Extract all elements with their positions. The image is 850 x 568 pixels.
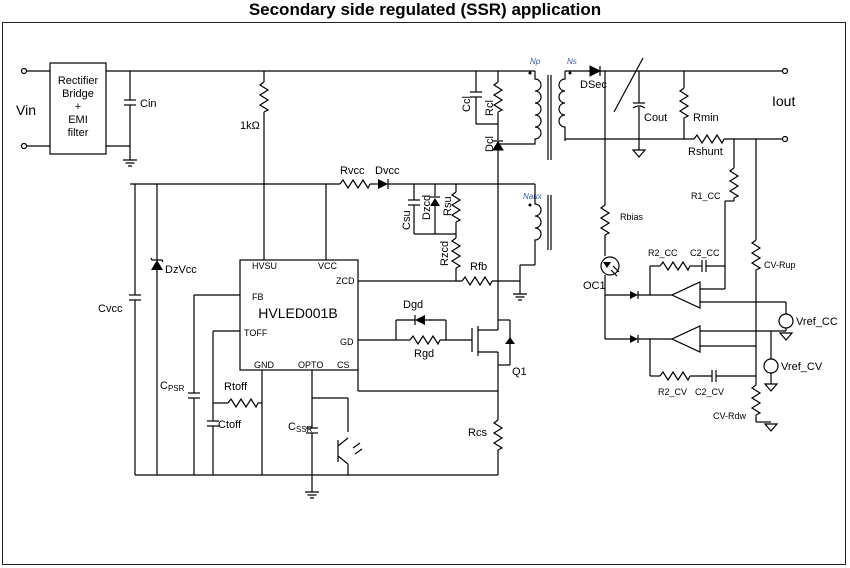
pin-hvsu: HVSU (252, 261, 277, 271)
rtoff-label: Rtoff (224, 381, 248, 393)
vref-cv-source (763, 358, 779, 374)
output-terminal-bottom (781, 135, 789, 143)
pin-gd: GD (340, 337, 354, 347)
rgd-label: Rgd (414, 348, 434, 360)
rcs-label: Rcs (468, 427, 487, 439)
cin-label: Cin (140, 98, 157, 110)
csu-label: Csu (401, 210, 413, 230)
hv-startup-resistor: 1kΩ (240, 71, 269, 260)
r1k-label: 1kΩ (240, 120, 260, 132)
transformer: Np Ns Naux (498, 57, 577, 250)
q1-label: Q1 (512, 366, 527, 378)
dvcc-label: Dvcc (375, 165, 400, 177)
vcc-supply: Rvcc Dvcc Csu Dzcd Rsu Rzcd (98, 165, 536, 475)
vref-cc-source (778, 313, 794, 329)
rectifier-box (49, 62, 107, 155)
diagram-title: Secondary side regulated (SSR) applicati… (248, 0, 602, 19)
iout-label: Iout (772, 93, 795, 109)
rectifier-line-1: Rectifier (58, 75, 99, 87)
dcl-label: Dcl (484, 136, 496, 152)
vrefcv-label: Vref_CV (781, 361, 823, 373)
naux-label: Naux (523, 192, 543, 201)
rshunt-label: Rshunt (688, 146, 723, 158)
dsec-label: DSec (580, 79, 607, 91)
pin-vcc: VCC (318, 261, 338, 271)
c2cv-label: C2_CV (695, 387, 724, 397)
rmin-label: Rmin (693, 112, 719, 124)
cvcc-label: Cvcc (98, 303, 123, 315)
cvrup-label: CV-Rup (764, 260, 796, 270)
cpsr-label: CPSR (160, 380, 185, 393)
rectifier-line-5: filter (68, 127, 89, 139)
cout-label: Cout (644, 112, 667, 124)
vrefcc-label: Vref_CC (796, 316, 838, 328)
input-section: Vin Rectifier Bridge + EMI filter Cin (16, 62, 535, 167)
rzcd-label: Rzcd (439, 241, 451, 266)
vin-label: Vin (16, 102, 36, 118)
ctoff-label: Ctoff (218, 419, 242, 431)
r2cc-label: R2_CC (648, 248, 678, 258)
output-terminal-top (781, 67, 789, 75)
opamp-cv (670, 325, 701, 353)
dzvcc-label: DzVcc (165, 264, 197, 276)
diagram-frame (2, 22, 846, 565)
secondary-side: DSec Iout Cout Rmin Rshunt R1_CC (565, 57, 838, 432)
rectifier-line-4: EMI (68, 114, 88, 126)
hvled001b-chip (239, 259, 359, 371)
ns-label: Ns (567, 57, 577, 66)
pin-opto: OPTO (298, 360, 323, 370)
cvrdw-label: CV-Rdw (713, 411, 747, 421)
rectifier-line-2: Bridge (62, 88, 94, 100)
rcl-label: Rcl (484, 100, 496, 116)
r2cv-label: R2_CV (658, 387, 687, 397)
clamp-network: Ccl Rcl Dcl (461, 71, 504, 305)
opamp-cc (670, 281, 701, 309)
rfb-label: Rfb (470, 261, 487, 273)
rsu-label: Rsu (442, 196, 454, 216)
rbias-label: Rbias (620, 212, 644, 222)
pin-zcd: ZCD (336, 276, 355, 286)
optocoupler-oc1 (600, 256, 620, 276)
np-label: Np (530, 57, 541, 66)
dzcd-label: Dzcd (421, 195, 433, 220)
oc1-label: OC1 (583, 280, 606, 292)
rectifier-line-3: + (75, 101, 81, 113)
c2cc-label: C2_CC (690, 248, 720, 258)
pin-fb: FB (252, 292, 264, 302)
chip-name: HVLED001B (258, 305, 337, 321)
r1cc-label: R1_CC (691, 191, 721, 201)
cssr-label: CSSR (288, 421, 313, 434)
vin-terminal-top (20, 67, 28, 75)
pin-toff: TOFF (244, 328, 268, 338)
ccl-label: Ccl (461, 96, 473, 112)
pin-cs: CS (337, 360, 350, 370)
rvcc-label: Rvcc (340, 165, 365, 177)
dgd-label: Dgd (403, 299, 423, 311)
pin-gnd: GND (254, 360, 275, 370)
vin-terminal-bottom (20, 142, 28, 150)
controller-ic: HVLED001B HVSU VCC ZCD FB TOFF GD GND OP… (135, 259, 527, 499)
